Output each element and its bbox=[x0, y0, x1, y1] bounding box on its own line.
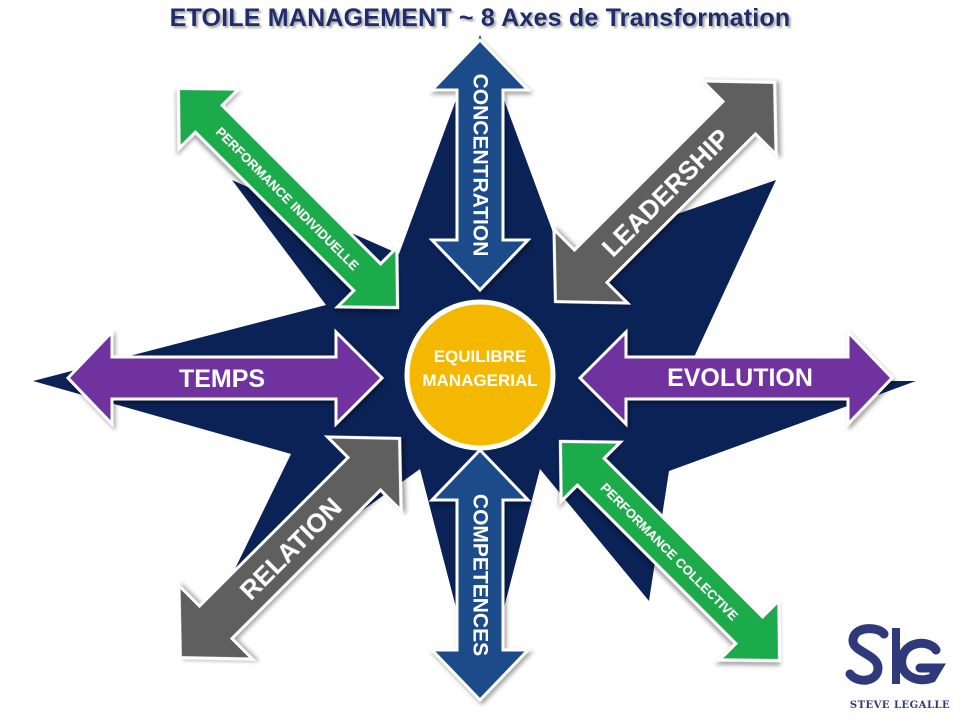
page-title: ETOILE MANAGEMENT ~ 8 Axes de Transforma… bbox=[169, 4, 791, 32]
arrow-shape bbox=[177, 435, 403, 661]
arrow-temps: TEMPS bbox=[65, 328, 385, 428]
center-label-line2: MANAGERIAL bbox=[422, 371, 537, 390]
concentration-label: CONCENTRATION bbox=[469, 74, 492, 257]
center-node: EQUILIBRE MANAGERIAL bbox=[404, 299, 556, 451]
arrow-shape bbox=[176, 86, 400, 310]
arrow-concentration: CONCENTRATION bbox=[428, 37, 532, 293]
evolution-label: EVOLUTION bbox=[667, 364, 813, 392]
temps-label: TEMPS bbox=[179, 365, 265, 393]
arrow-performance-individuelle: PERFORMANCE INDIVIDUELLE bbox=[176, 86, 400, 310]
arrow-shape bbox=[558, 439, 782, 663]
arrow-shape bbox=[428, 37, 532, 293]
center-label-line1: EQUILIBRE bbox=[434, 347, 527, 366]
arrow-competences: COMPETENCES bbox=[428, 447, 532, 703]
arrow-shape bbox=[65, 328, 385, 428]
arrow-shape bbox=[552, 79, 778, 305]
arrow-shape bbox=[577, 328, 895, 428]
competences-label: COMPETENCES bbox=[469, 494, 492, 656]
logo-monogram-icon bbox=[845, 624, 946, 685]
arrow-shape bbox=[428, 447, 532, 703]
logo: STEVE LEGALLE bbox=[844, 620, 956, 716]
center-circle bbox=[404, 299, 556, 451]
logo-wordmark: STEVE LEGALLE bbox=[849, 700, 951, 711]
arrow-evolution: EVOLUTION bbox=[577, 328, 895, 428]
